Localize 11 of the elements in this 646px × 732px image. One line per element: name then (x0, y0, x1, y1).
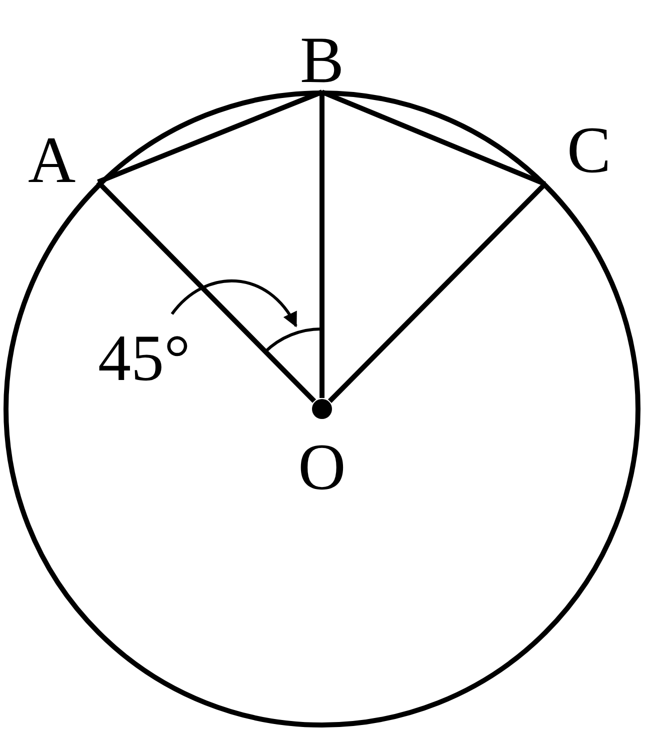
point-label: A (28, 128, 76, 194)
angle-label: 45° (98, 326, 190, 392)
line-segment (321, 90, 546, 186)
line-segment (170, 280, 298, 328)
angle-arc (264, 328, 322, 354)
point-label: C (566, 118, 611, 184)
line-segment (96, 180, 316, 403)
line-segment (97, 90, 323, 184)
line-segment (328, 182, 547, 403)
point-label: O (298, 435, 346, 501)
point-label: B (300, 28, 344, 94)
